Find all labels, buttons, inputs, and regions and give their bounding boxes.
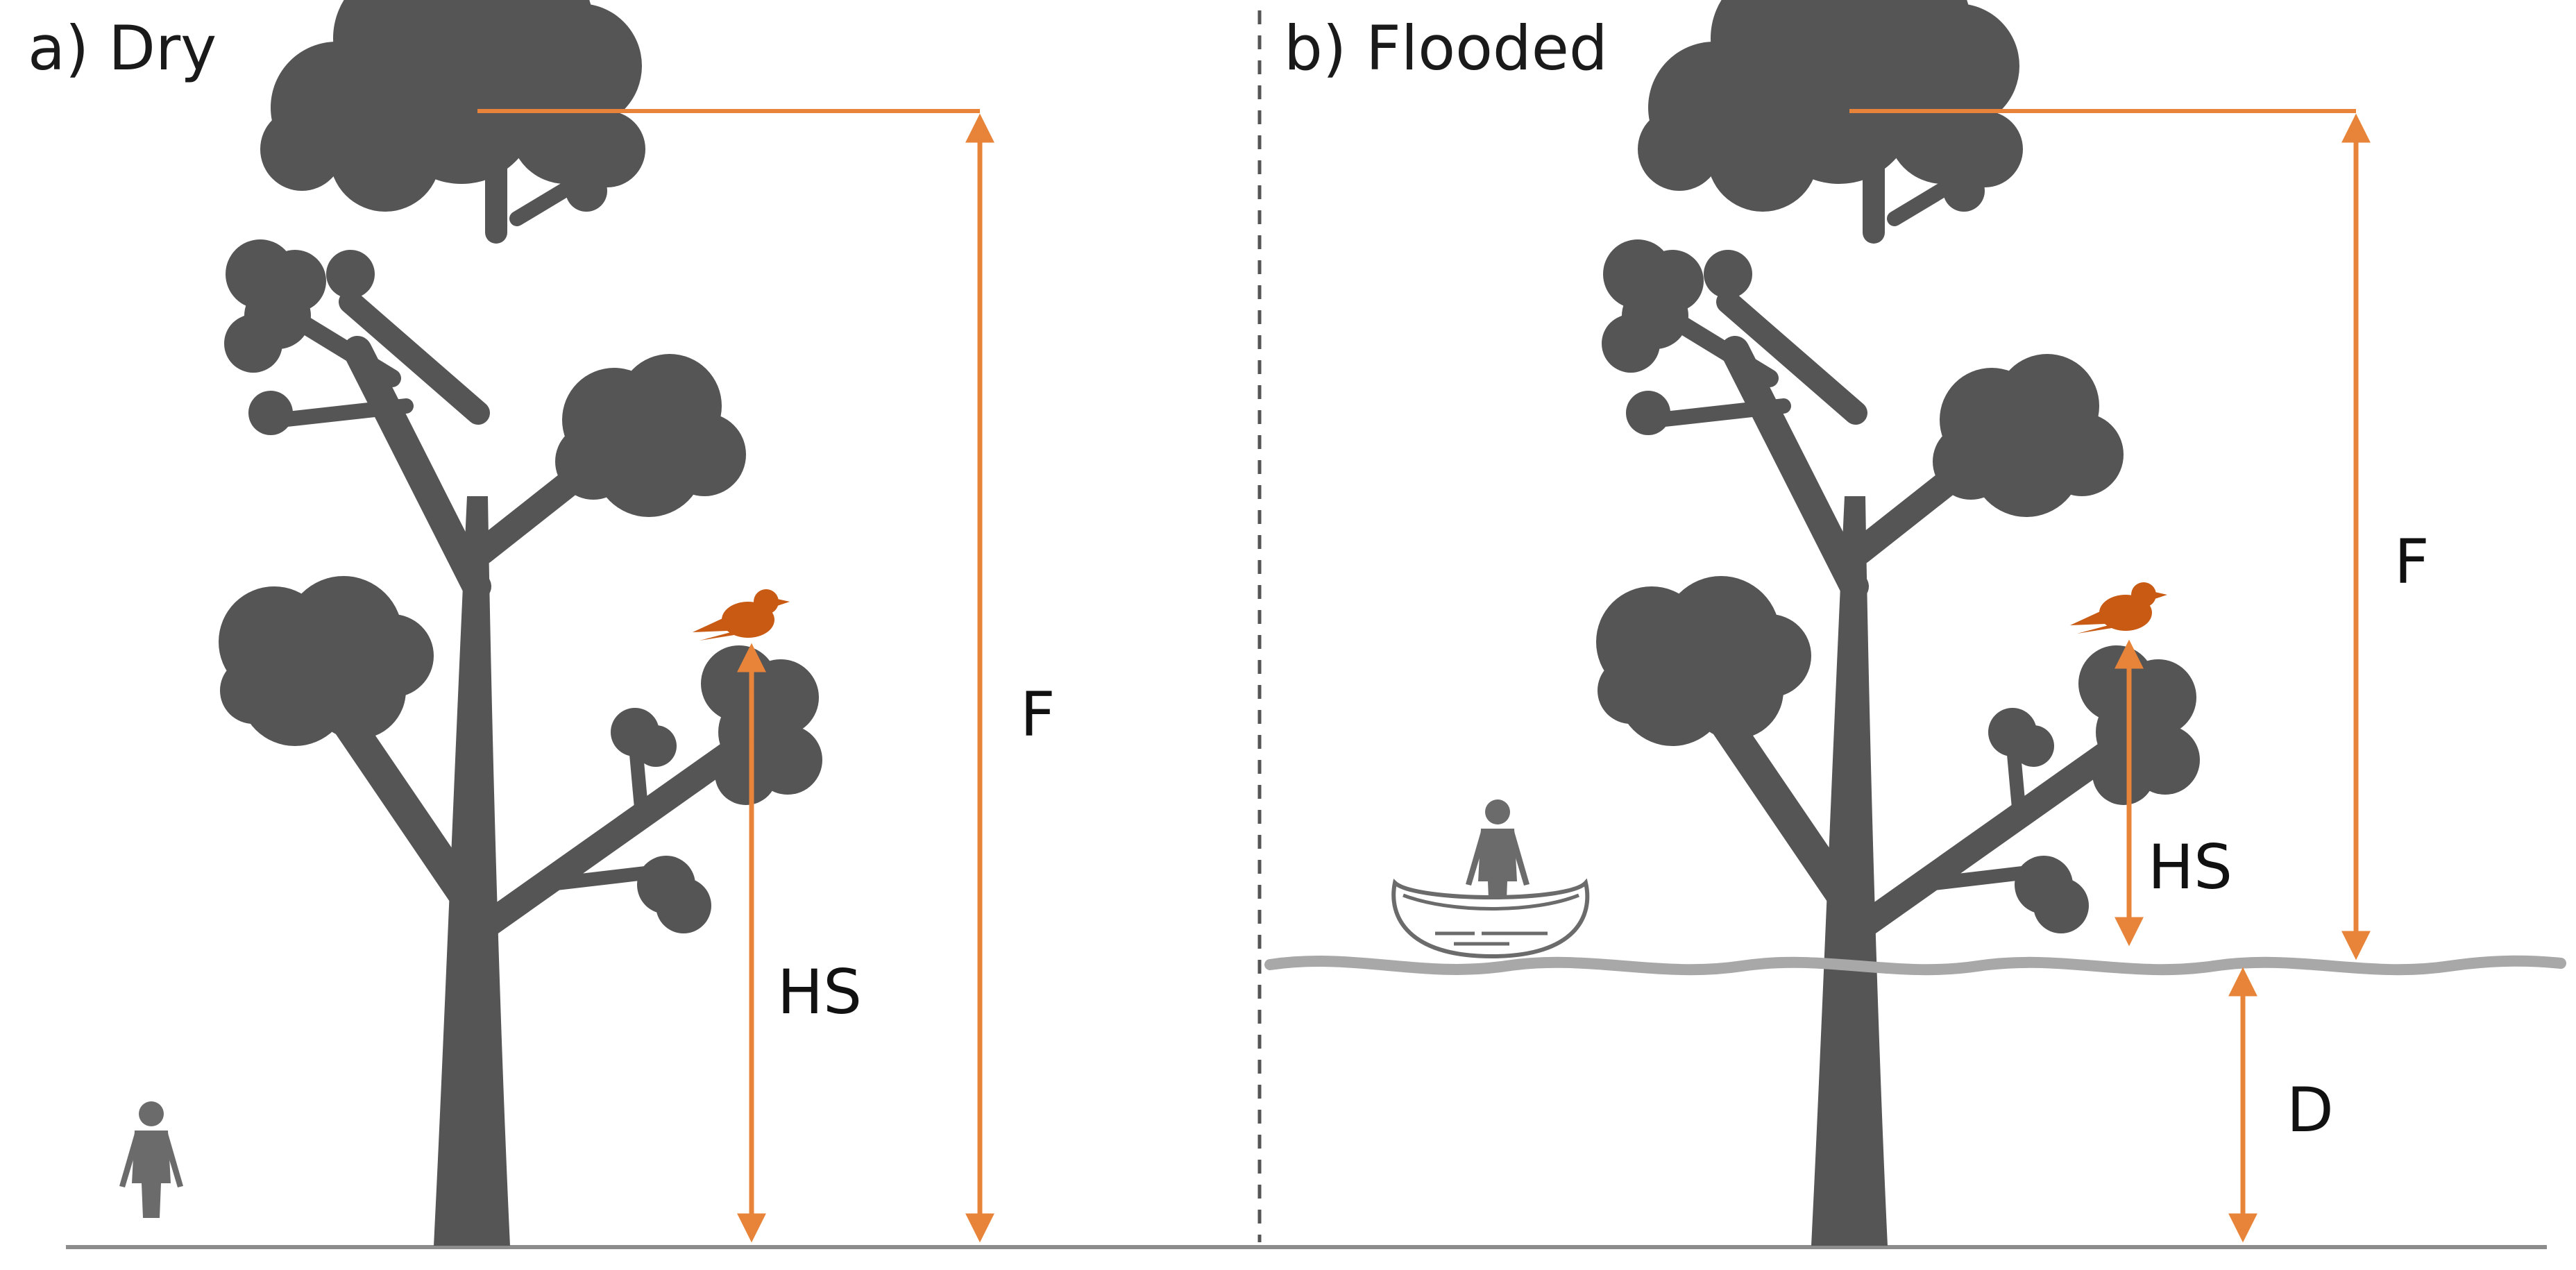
panel-title-flooded: b) Flooded — [1284, 12, 1608, 84]
canoe — [1391, 799, 1590, 959]
hs-label-flooded: HS — [2148, 831, 2232, 903]
panel-flooded: b) Flooded F HS D — [902, 0, 2566, 1247]
f-label-flooded: F — [2394, 526, 2430, 598]
person-dry — [119, 1101, 183, 1218]
bird-dry — [693, 589, 790, 641]
panel-dry: a) Dry F HS — [28, 0, 1056, 1247]
panel-title-dry: a) Dry — [28, 12, 217, 84]
hs-label-dry: HS — [777, 956, 862, 1028]
water-surface — [1264, 955, 2566, 976]
bird-flooded — [2070, 582, 2167, 634]
d-label-flooded: D — [2287, 1074, 2334, 1146]
f-label-dry: F — [1020, 679, 1056, 750]
